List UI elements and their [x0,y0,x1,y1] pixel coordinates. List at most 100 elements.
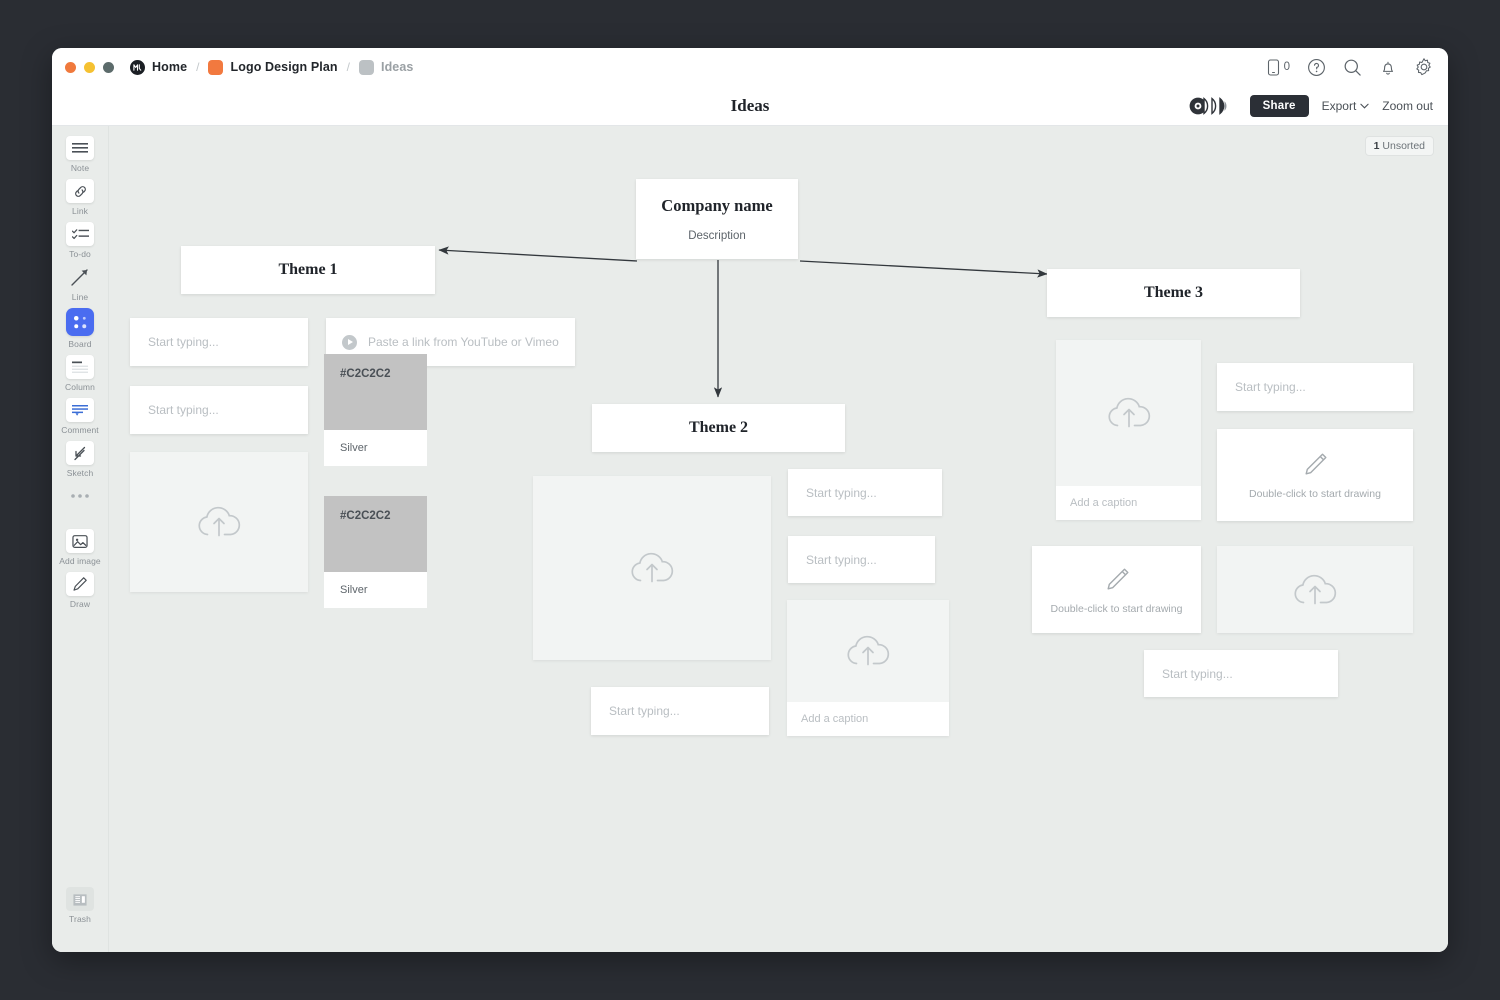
export-label: Export [1321,99,1357,113]
sidebar-tool-label: To-do [69,249,91,259]
root-board-card[interactable]: Company name Description [636,179,798,259]
sidebar-tool-note[interactable]: Note [57,136,103,173]
search-icon[interactable] [1343,58,1362,77]
traffic-lights [65,61,114,73]
note-card[interactable]: Start typing... [788,469,942,516]
sidebar-tool-board[interactable]: Board [57,308,103,349]
note-placeholder: Start typing... [806,552,877,567]
sidebar-tool-more[interactable] [57,484,103,511]
drawing-placeholder: Double-click to start drawing [1249,488,1381,500]
chevron-down-icon [1360,103,1369,109]
theme-title: Theme 1 [278,261,338,278]
video-link-card[interactable]: Paste a link from YouTube or Vimeo [326,318,575,366]
sidebar-tool-label: Comment [61,425,99,435]
mobile-devices-button[interactable]: 0 [1267,58,1290,76]
sidebar-tool-link[interactable]: Link [57,179,103,216]
breadcrumb-item-logo-design-plan[interactable]: Logo Design Plan [208,59,338,75]
image-upload-card[interactable] [1217,546,1413,633]
image-upload-card[interactable] [130,452,308,592]
breadcrumb-item-ideas[interactable]: Ideas [359,59,414,75]
phone-icon [1267,58,1280,76]
tool-sidebar: Note Link To-do Line [52,126,109,952]
board-canvas[interactable]: 1 Unsorted Company name Description [109,126,1448,952]
note-card[interactable]: Start typing... [788,536,935,583]
drawing-card[interactable]: Double-click to start drawing [1032,546,1201,633]
image-upload-caption-card[interactable]: Add a caption [787,600,949,736]
sidebar-tool-sketch[interactable]: Sketch [57,441,103,478]
sidebar-trash[interactable]: Trash [57,887,103,924]
sidebar-tool-comment[interactable]: Comment [57,398,103,435]
color-swatch-card[interactable]: #C2C2C2 Silver [324,354,427,466]
theme-title: Theme 2 [688,419,749,436]
minimize-window-button[interactable] [84,61,95,73]
theme-card-1[interactable]: Theme 1 [181,246,435,294]
sidebar-tool-draw[interactable]: Draw [57,572,103,609]
maximize-window-button[interactable] [103,61,114,73]
drawing-card[interactable]: Double-click to start drawing [1217,429,1413,521]
note-placeholder: Start typing... [1235,380,1306,394]
image-caption-placeholder[interactable]: Add a caption [1056,486,1201,520]
comment-icon [66,398,94,422]
link-icon [66,179,94,203]
unsorted-label: Unsorted [1382,140,1425,152]
video-link-placeholder: Paste a link from YouTube or Vimeo [368,335,559,349]
export-button[interactable]: Export [1322,99,1370,113]
note-placeholder: Start typing... [148,403,219,417]
sidebar-tool-label: Column [65,382,95,392]
breadcrumb-separator: / [196,60,200,74]
note-card[interactable]: Start typing... [130,386,308,434]
sidebar-tool-line[interactable]: Line [57,265,103,302]
sidebar-tool-label: Sketch [66,468,94,478]
note-placeholder: Start typing... [806,485,877,500]
board-icon [66,308,94,336]
color-swatch-card[interactable]: #C2C2C2 Silver [324,496,427,608]
trash-label: Trash [69,914,91,924]
note-card[interactable]: Start typing... [591,687,769,735]
app-body: Note Link To-do Line [52,126,1448,952]
image-drop-area[interactable] [787,600,949,702]
sidebar-tool-column[interactable]: Column [57,355,103,392]
pencil-icon [1300,450,1330,480]
breadcrumb-label-ideas: Ideas [381,60,414,74]
image-caption-placeholder[interactable]: Add a caption [787,702,949,736]
sidebar-tool-label: Note [70,163,90,173]
unsorted-badge[interactable]: 1 Unsorted [1364,136,1434,156]
help-icon[interactable] [1307,58,1326,77]
note-card[interactable]: Start typing... [1144,650,1338,697]
theme-card-2[interactable]: Theme 2 [592,404,845,452]
trash-icon [66,887,94,911]
sidebar-tool-label: Link [72,206,88,216]
image-drop-area[interactable] [1056,340,1201,486]
play-circle-icon [342,334,357,350]
note-placeholder: Start typing... [1162,666,1233,681]
image-upload-caption-card[interactable]: Add a caption [1056,340,1201,520]
breadcrumb-item-home[interactable]: Home [130,59,188,75]
theme-title: Theme 3 [1143,284,1204,301]
collaborators-presence-icon[interactable] [1189,96,1237,116]
close-window-button[interactable] [65,61,76,73]
todo-icon [66,222,94,246]
zoom-out-button[interactable]: Zoom out [1382,99,1433,113]
breadcrumb-separator: / [346,60,350,74]
unsorted-count: 1 [1373,140,1380,152]
arrow-root-to-theme1 [438,246,638,262]
sidebar-tool-todo[interactable]: To-do [57,222,103,259]
drawing-placeholder: Double-click to start drawing [1050,602,1183,615]
cloud-upload-icon [1103,392,1155,434]
breadcrumb-label-home: Home [152,60,188,74]
share-button[interactable]: Share [1249,95,1309,117]
settings-gear-icon[interactable] [1414,57,1434,77]
breadcrumb-label-logo-design-plan: Logo Design Plan [230,60,338,74]
milanote-logo-icon [130,59,145,75]
title-bar-actions: Share Export Zoom out [1189,86,1433,126]
image-upload-card[interactable] [533,476,771,660]
sidebar-tool-add-image[interactable]: Add image [57,529,103,566]
notifications-icon[interactable] [1379,58,1397,77]
column-icon [66,355,94,379]
note-card[interactable]: Start typing... [130,318,308,366]
theme-card-3[interactable]: Theme 3 [1047,269,1300,317]
note-card[interactable]: Start typing... [1217,363,1413,411]
arrow-root-to-theme3 [799,260,1048,278]
sidebar-tool-label: Add image [59,556,101,566]
note-icon [66,136,94,160]
